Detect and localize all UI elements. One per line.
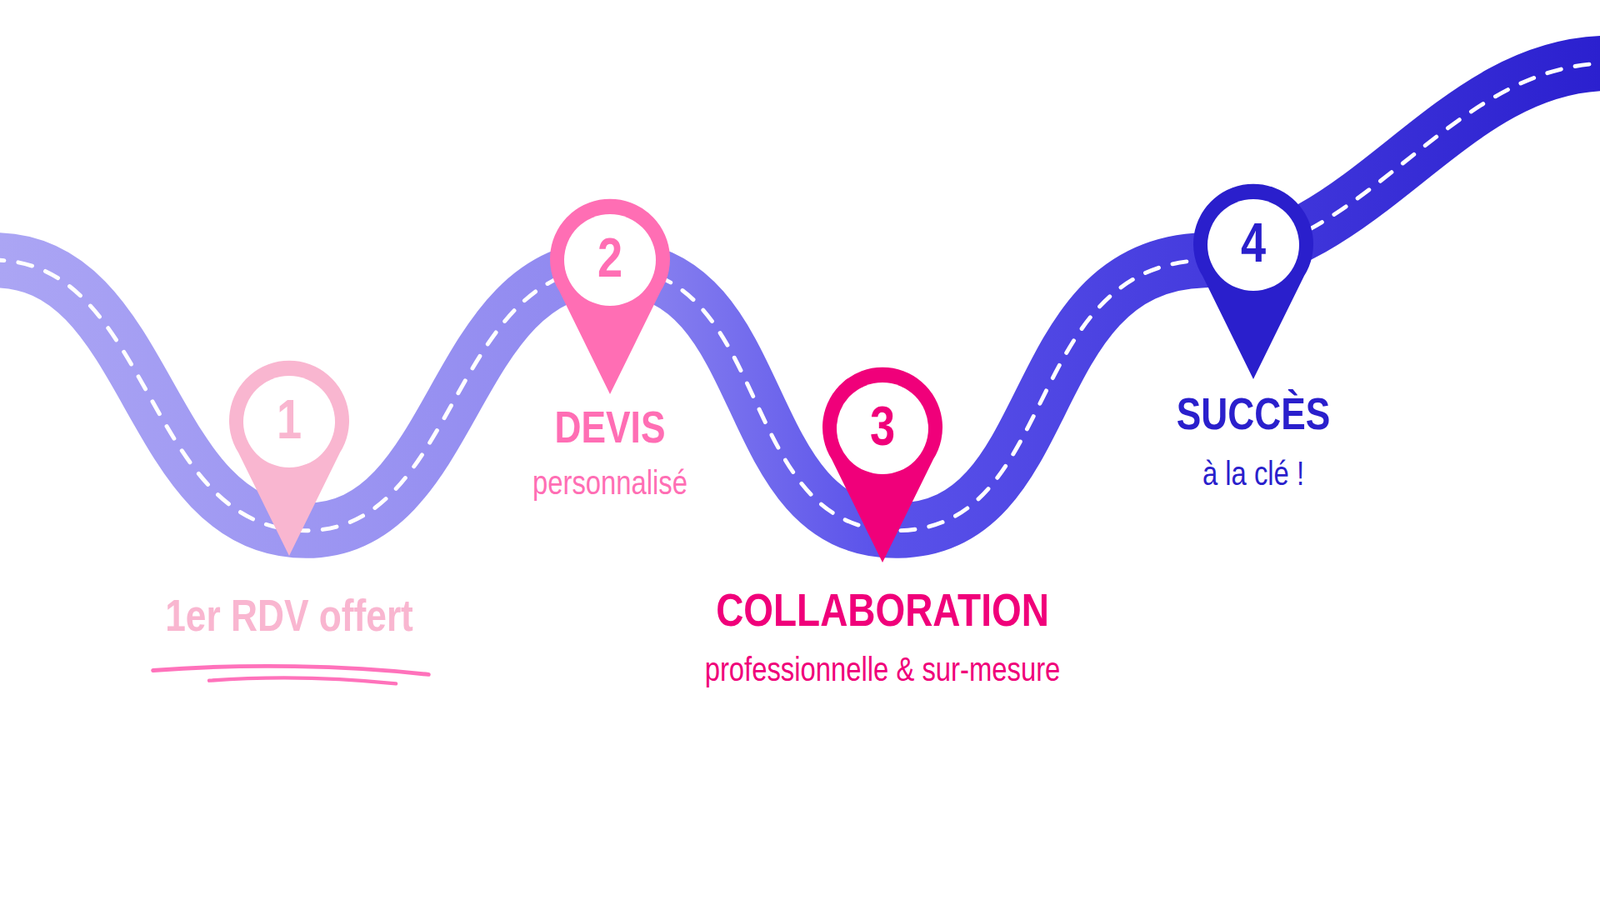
pin-shape — [229, 360, 350, 556]
step-body: professionnelle & sur-mesure — [705, 650, 1061, 688]
pin-hole — [1207, 199, 1300, 291]
underline-scribble — [209, 677, 396, 684]
pin-number: 1 — [276, 389, 302, 450]
pin-number: 3 — [870, 395, 895, 457]
pin-hole — [243, 375, 335, 468]
step-pin: 4SUCCÈSà la clé ! — [1190, 182, 1316, 383]
step-heading: COLLABORATION — [715, 584, 1050, 636]
step-body: personnalisé — [532, 464, 688, 501]
road — [0, 63, 1600, 531]
pin-number: 2 — [597, 227, 623, 289]
underline-scribble — [153, 665, 430, 675]
pin-shape — [550, 199, 670, 395]
step-body: à la clé ! — [1202, 455, 1305, 492]
step-pin: 3COLLABORATIONprofessionnelle & sur-mesu… — [820, 365, 945, 566]
pin-hole — [836, 382, 929, 475]
road-center-line — [0, 63, 1600, 531]
step-pin: 2DEVISpersonnalisé — [547, 197, 673, 398]
step-heading: DEVIS — [555, 402, 666, 452]
step-heading: SUCCÈS — [1176, 389, 1331, 439]
step-heading: 1er RDV offert — [165, 590, 414, 640]
pin-hole — [564, 214, 656, 306]
pin-shape — [1193, 184, 1314, 380]
step-pin: 11er RDV offert — [226, 359, 352, 560]
pin-shape — [822, 367, 943, 563]
pin-number: 4 — [1240, 212, 1266, 274]
